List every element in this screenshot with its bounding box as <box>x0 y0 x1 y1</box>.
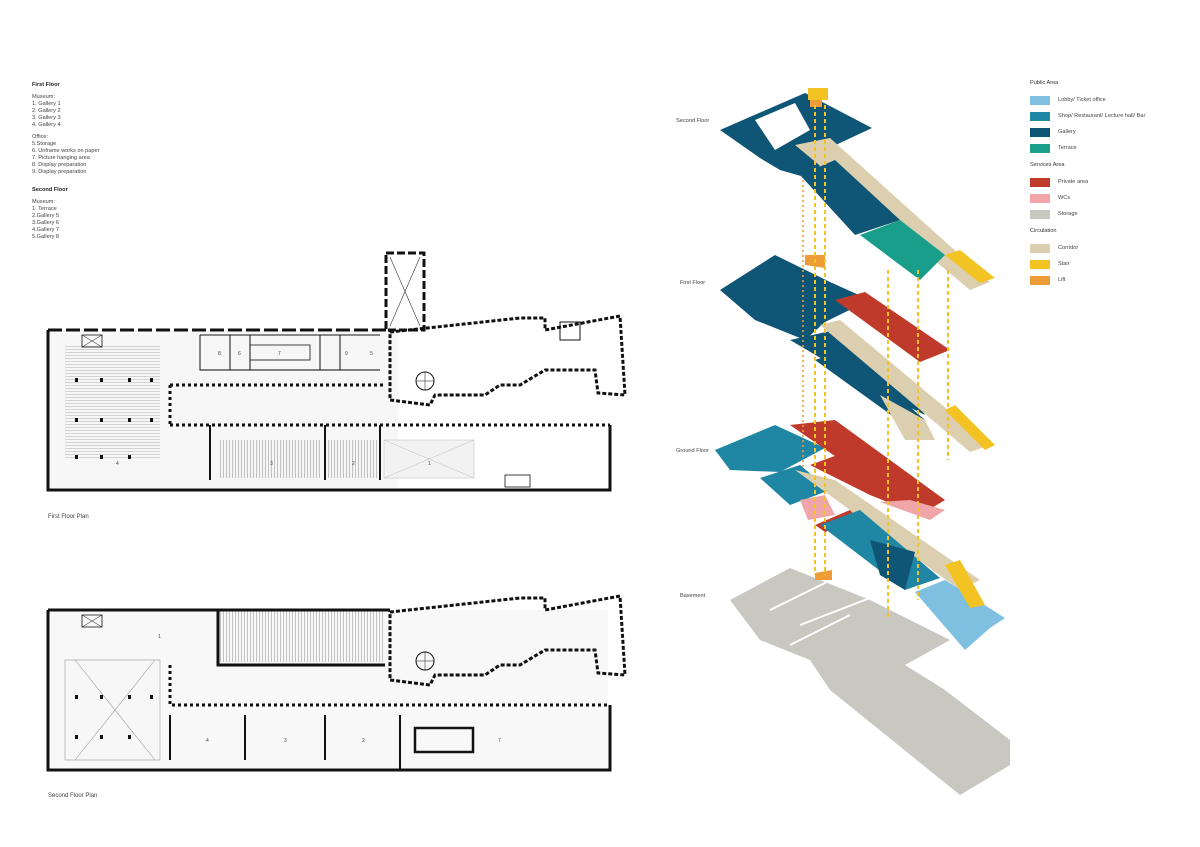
stair-connections <box>814 105 949 620</box>
second-plan-caption: Second Floor Plan <box>48 793 97 799</box>
first-floor-plan: 4 3 2 1 7 6 8 9 5 <box>46 251 627 492</box>
second-museum-item: 4.Gallery 7 <box>32 227 60 233</box>
legend-item: Lobby/ Ticket office <box>1030 92 1200 108</box>
first-floor-slab <box>720 255 995 452</box>
second-room-label: 4 <box>206 738 209 744</box>
gallery-3-floor <box>220 440 320 478</box>
first-room-label: 6 <box>238 351 241 357</box>
second-museum-item: 3.Gallery 6 <box>32 220 60 226</box>
legend-item: Corridor <box>1030 240 1200 256</box>
first-room-label: 4 <box>116 461 119 467</box>
legend-swatch <box>1030 111 1050 121</box>
first-plan-caption: First Floor Plan <box>48 514 89 520</box>
first-office-item: 5.Storage <box>32 141 57 147</box>
legend-item: Terrace <box>1030 140 1200 156</box>
first-outer-wall-solid <box>46 330 610 492</box>
gallery-4-floor <box>65 345 160 460</box>
legend-group-title: Public Area <box>1030 80 1059 86</box>
legend-item: Lift <box>1030 272 1200 288</box>
floor-plans: 4 3 2 1 7 6 8 9 5 1 4 <box>46 251 627 799</box>
second-columns <box>75 695 153 739</box>
legend-label: WCs <box>1058 195 1071 201</box>
first-museum-item: 3. Gallery 3 <box>32 115 61 121</box>
first-room-label: 9 <box>345 351 348 357</box>
second-room-label: 1 <box>158 634 161 640</box>
legend-group-title: Services Area <box>1030 162 1065 168</box>
first-room-label: 5 <box>370 351 373 357</box>
first-office-item: 9. Display preparation <box>32 169 87 175</box>
first-office-item: 7. Picture hanging area <box>32 155 90 161</box>
first-museum-heading: Museum: <box>32 94 56 100</box>
legend-item: Storage <box>1030 206 1200 222</box>
second-floor-title: Second Floor <box>32 187 68 193</box>
second-museum-item: 1. Terrace <box>32 206 57 212</box>
first-room-label: 2 <box>352 461 355 467</box>
legend-swatch <box>1030 127 1050 137</box>
first-columns <box>75 378 153 459</box>
second-museum-heading: Museum: <box>32 199 56 205</box>
first-room-label: 8 <box>218 351 221 357</box>
first-room-label: 7 <box>278 351 281 357</box>
second-floor-plan: 1 4 3 2 7 <box>46 594 627 772</box>
legend-label: Terrace <box>1058 145 1077 151</box>
legend-label: Lobby/ Ticket office <box>1058 97 1106 103</box>
first-museum-item: 2. Gallery 2 <box>32 108 61 114</box>
legend-swatch <box>1030 243 1050 253</box>
first-office-item: 6. Unframe works on paper <box>32 148 100 154</box>
legend-item: Private area <box>1030 174 1200 190</box>
first-floor-title: First Floor <box>32 82 60 88</box>
gallery-5-floor <box>64 659 161 761</box>
gallery-2-floor <box>328 440 378 478</box>
second-lightwell <box>413 726 475 754</box>
legend-item: Gallery <box>1030 124 1200 140</box>
legend-swatch <box>1030 177 1050 187</box>
axo-floor-label: Ground Floor <box>676 448 709 454</box>
second-floor-slab <box>720 88 995 290</box>
first-museum-item: 4. Gallery 4 <box>32 122 61 128</box>
axo-floor-label: Basement <box>680 593 706 599</box>
first-office-item: 8. Display preparation <box>32 162 87 168</box>
legend-item: Shop/ Restaurant/ Lecture hall/ Bar <box>1030 108 1200 124</box>
legend-swatch <box>1030 95 1050 105</box>
first-tower <box>384 251 426 332</box>
second-east-wing <box>388 594 627 687</box>
legend-label: Storage <box>1058 211 1078 217</box>
legend-label: Gallery <box>1058 129 1076 135</box>
legend-label: Private area <box>1058 179 1089 185</box>
second-museum-item: 5.Gallery 8 <box>32 234 60 240</box>
basement-slab <box>730 568 1010 795</box>
legend-swatch <box>1030 259 1050 269</box>
room-schedule: First Floor Museum: 1. Gallery 1 2. Gall… <box>32 80 232 241</box>
legend-group-title: Circulation <box>1030 228 1057 234</box>
legend-swatch <box>1030 275 1050 285</box>
second-room-label: 3 <box>284 738 287 744</box>
legend-item: WCs <box>1030 190 1200 206</box>
second-courtyard-wall <box>168 665 610 707</box>
second-room-label: 7 <box>498 738 501 744</box>
first-office-heading: Office: <box>32 134 49 140</box>
first-east-wing <box>388 314 627 407</box>
legend-swatch <box>1030 193 1050 203</box>
first-courtyard-wall <box>168 383 610 427</box>
second-room-label: 2 <box>362 738 365 744</box>
legend-label: Shop/ Restaurant/ Lecture hall/ Bar <box>1058 113 1146 119</box>
legend-swatch <box>1030 209 1050 219</box>
legend-swatch <box>1030 143 1050 153</box>
first-room-label: 1 <box>428 461 431 467</box>
first-museum-item: 1. Gallery 1 <box>32 101 61 107</box>
first-room-label: 3 <box>270 461 273 467</box>
legend: Public Area Lobby/ Ticket office Shop/ R… <box>1030 80 1200 288</box>
axo-floor-label: First Floor <box>680 280 705 286</box>
second-skylight-roof <box>220 610 385 662</box>
legend-item: Stair <box>1030 256 1200 272</box>
legend-label: Lift <box>1058 277 1066 283</box>
legend-label: Corridor <box>1058 245 1079 251</box>
axo-floor-label: Second Floor <box>676 118 709 124</box>
second-museum-item: 2.Gallery 5 <box>32 213 60 219</box>
legend-label: Stair <box>1058 261 1070 267</box>
